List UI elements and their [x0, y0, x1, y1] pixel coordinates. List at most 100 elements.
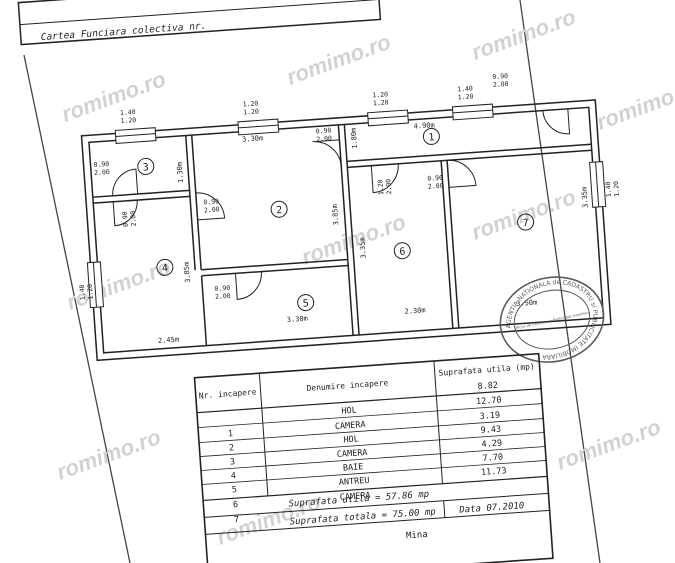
room-numbers — [137, 127, 535, 312]
row-area: 12.70 — [476, 395, 502, 407]
door-label: 0.90 — [121, 211, 130, 227]
window-label: 1.40 — [78, 284, 87, 300]
door-label: 0.90 — [214, 284, 230, 293]
wall — [200, 275, 208, 346]
door-label: 2.00 — [94, 168, 110, 177]
room-dimensions: 4.90m 1.80m 3.30m 3.85m 1.30m 2.45m 3.85… — [158, 121, 590, 345]
window-label: 1.40 — [457, 84, 473, 93]
door-label: 2.00 — [129, 210, 138, 226]
room-number: 6 — [399, 247, 406, 258]
door-label: 1.20 — [376, 179, 385, 195]
room-number: 7 — [522, 218, 529, 229]
room-number: 1 — [428, 132, 435, 143]
header-nr: Nr. incapere — [199, 387, 257, 400]
window-label: 1.20 — [242, 99, 258, 108]
door — [195, 192, 226, 221]
row-name: CAMERA — [337, 448, 368, 460]
row-name: ANTREU — [338, 476, 369, 488]
wall — [347, 149, 592, 169]
walls — [80, 99, 612, 362]
watermark: romimo.ro — [593, 74, 675, 135]
row-area: 3.19 — [479, 411, 500, 422]
window-symbols — [86, 103, 607, 309]
date-label: Data 07.2010 — [458, 501, 525, 516]
row-name: CAMERA — [335, 420, 366, 432]
wall — [93, 195, 191, 204]
row-name: HOL — [343, 434, 359, 445]
door — [370, 163, 399, 194]
door-label: 2.00 — [215, 292, 231, 301]
window-label: 1.20 — [457, 92, 473, 101]
row-nr: 6 — [233, 500, 239, 510]
watermark: romimo.ro — [63, 254, 174, 315]
watermark: romimo.ro — [283, 29, 394, 90]
door — [447, 159, 477, 188]
row-area: 9.43 — [480, 425, 501, 436]
rooms-table: Nr. incapere Denumire incapere Suprafata… — [193, 352, 554, 563]
wall — [343, 124, 360, 336]
door — [112, 200, 138, 227]
window-label: 1.20 — [86, 284, 95, 300]
stamp-inner-text: Oficiul de Cadastru si Publicitate Imobi… — [514, 311, 591, 331]
header-caption: Cartea Funciara colectiva nr. — [40, 21, 206, 44]
window-label: 1.20 — [120, 116, 136, 125]
dimension: 3.85m — [331, 204, 340, 226]
wall — [184, 135, 196, 271]
paper-edges — [23, 0, 601, 563]
dimension: 3.50m — [516, 298, 538, 307]
room-number: 2 — [276, 205, 283, 216]
door-label: 2.00 — [428, 182, 444, 191]
room-number: 5 — [302, 298, 309, 309]
row-nr: 2 — [229, 443, 235, 453]
window-label: 1.20 — [243, 107, 259, 116]
row-name: HOL — [341, 406, 357, 417]
room-number: 3 — [143, 162, 150, 173]
row-nr: 3 — [230, 457, 236, 467]
row-name: CAMERA — [340, 491, 371, 503]
watermark: romimo.ro — [553, 414, 664, 475]
window-label: 1.20 — [612, 181, 621, 197]
row-nr: 1 — [228, 429, 234, 439]
header-denumire: Denumire incapere — [306, 378, 388, 393]
dimension: 3.30m — [242, 134, 264, 143]
row-area: 11.73 — [481, 466, 507, 478]
door-label: 0.90 — [427, 174, 443, 183]
door-label: 0.90 — [93, 160, 109, 169]
dimension: 3.30m — [287, 314, 309, 323]
dimension: 3.85m — [183, 261, 192, 283]
wall — [201, 264, 349, 277]
dimension: 1.80m — [350, 127, 359, 149]
row-nr: 4 — [231, 471, 237, 481]
door — [234, 271, 262, 300]
wall — [190, 135, 202, 270]
door-labels: 0.90 2.00 0.90 2.00 0.90 2.00 0.90 2.00 … — [93, 72, 509, 301]
door-label: 0.90 — [203, 197, 219, 206]
room-number-labels: 1 2 3 4 5 6 7 — [143, 132, 530, 310]
watermark: romimo.ro — [53, 424, 164, 485]
door-label: 2.00 — [493, 80, 509, 89]
watermark: romimo.ro — [58, 66, 169, 127]
wall — [446, 160, 460, 329]
room-number: 4 — [162, 263, 169, 274]
row-area: 7.70 — [482, 452, 503, 463]
window-label: 1.20 — [373, 98, 389, 107]
wall — [201, 258, 348, 271]
floor-plan: 1 2 3 4 5 6 7 4.90m 1.80m 3.30m 3.85m 1.… — [78, 72, 621, 362]
dimension: 4.90m — [413, 121, 435, 130]
header-suprafata: Suprafata utila (mp) — [438, 362, 535, 378]
wall — [337, 124, 354, 336]
dimension: 1.30m — [176, 162, 185, 184]
door-label: 0.90 — [315, 126, 331, 135]
door-label: 2.00 — [384, 179, 393, 195]
dimension: 2.45m — [158, 336, 180, 345]
window-label: 1.20 — [372, 90, 388, 99]
door — [312, 139, 342, 167]
window-label: 1.40 — [120, 108, 136, 117]
wall — [440, 160, 454, 329]
watermark: romimo.ro — [468, 4, 579, 65]
wall — [92, 189, 190, 198]
door-swings — [112, 108, 571, 300]
door — [112, 168, 139, 196]
dimension: 3.35m — [580, 187, 589, 209]
